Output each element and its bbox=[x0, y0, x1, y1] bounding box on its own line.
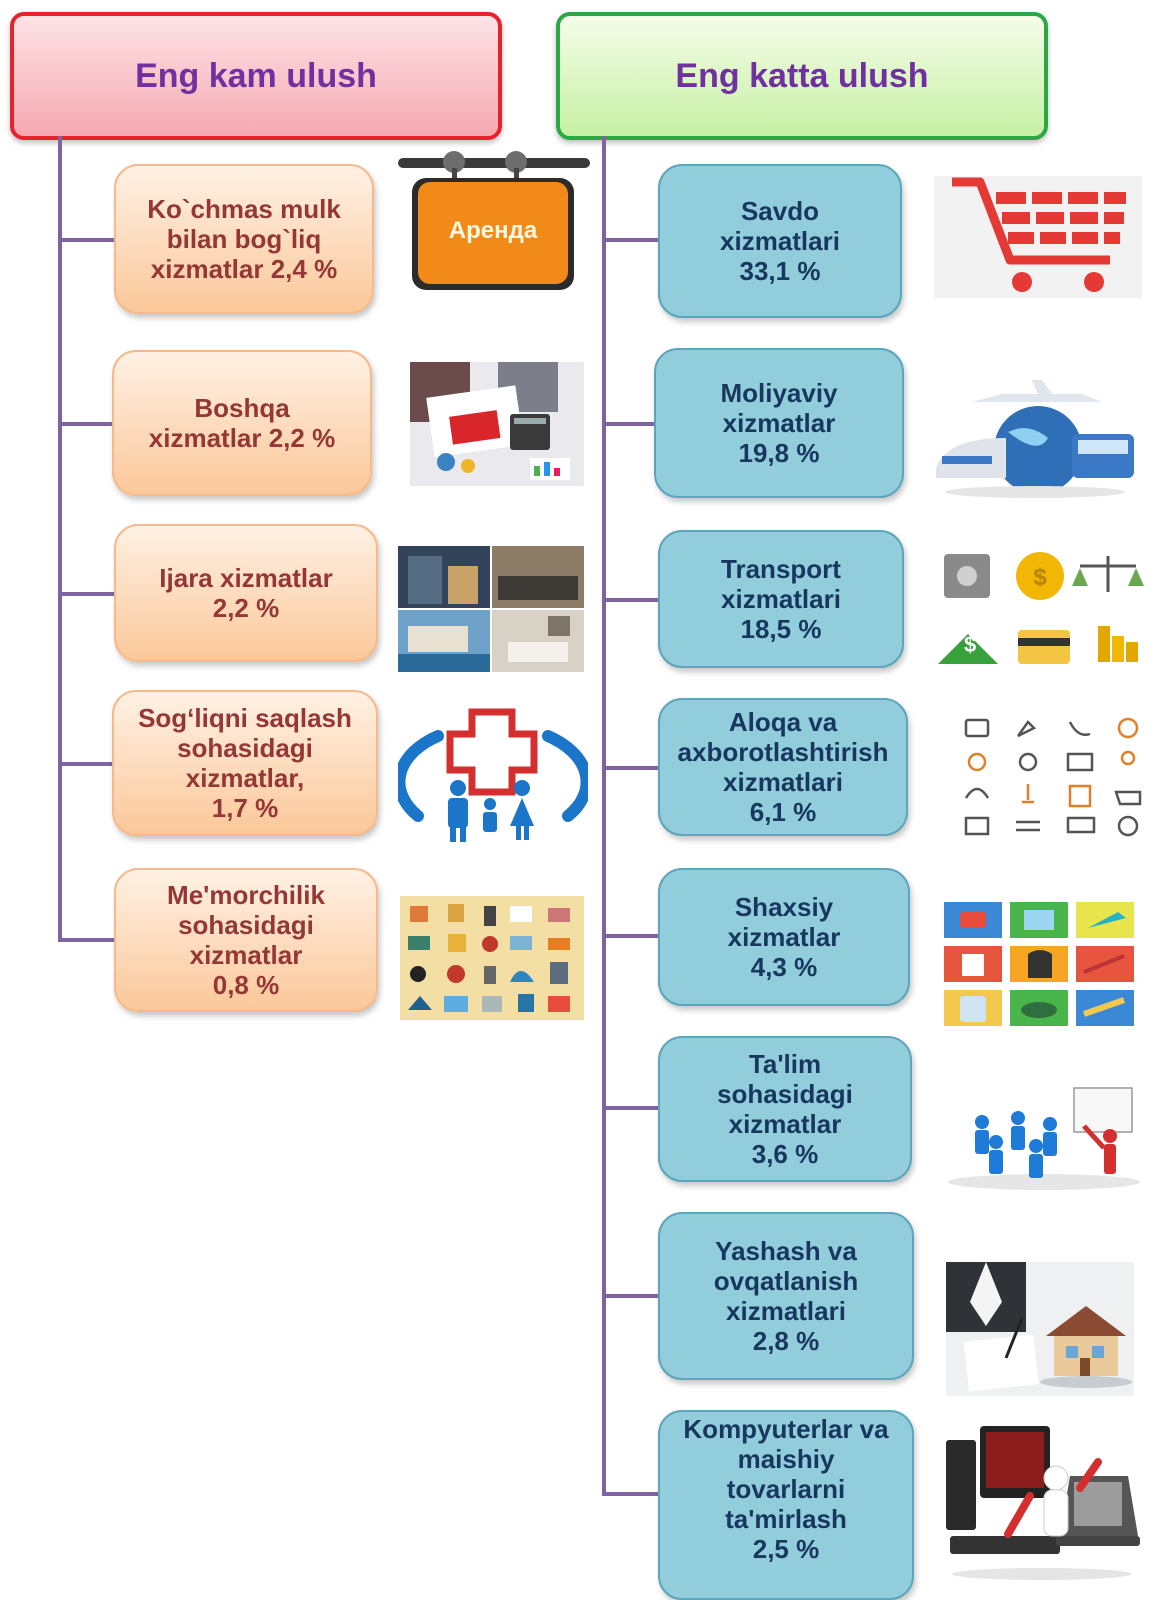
healthcare-services-label: Sog‘liqni saqlash sohasidagi xizmatlar, … bbox=[138, 703, 352, 823]
largest-share-header: Eng katta ulush bbox=[556, 12, 1048, 140]
left-branch-line bbox=[58, 592, 114, 596]
finance-icons-image: $ $ bbox=[930, 546, 1146, 672]
personal-services-label: Shaxsiy xizmatlar 4,3 % bbox=[727, 892, 841, 982]
real-estate-services-label: Ko`chmas mulk bilan bog`liq xizmatlar 2,… bbox=[147, 194, 341, 284]
right-branch-line bbox=[602, 766, 660, 770]
transport-services-label: Transport xizmatlari 18,5 % bbox=[721, 554, 841, 644]
architecture-services-label: Me'morchilik sohasidagi xizmatlar 0,8 % bbox=[167, 880, 325, 1000]
arenda-sign-text: Аренда bbox=[449, 217, 538, 244]
classroom-figures-image bbox=[944, 1078, 1148, 1192]
transport-globe-image bbox=[932, 372, 1138, 502]
accommodation-services-box: Yashash va ovqatlanish xizmatlari 2,8 % bbox=[658, 1212, 914, 1380]
accommodation-services-label: Yashash va ovqatlanish xizmatlari 2,8 % bbox=[713, 1236, 859, 1356]
office-paperwork-image bbox=[410, 362, 584, 486]
transport-services-box: Transport xizmatlari 18,5 % bbox=[658, 530, 904, 668]
left-branch-line bbox=[58, 238, 114, 242]
right-branch-line bbox=[602, 934, 660, 938]
svg-text:$: $ bbox=[1033, 564, 1047, 591]
smallest-share-header-label: Eng kam ulush bbox=[135, 56, 377, 95]
left-trunk-line bbox=[58, 136, 62, 942]
education-services-label: Ta'lim sohasidagi xizmatlar 3,6 % bbox=[717, 1049, 853, 1169]
architecture-icons-image bbox=[400, 896, 584, 1020]
financial-services-label: Moliyaviy xizmatlar 19,8 % bbox=[720, 378, 838, 468]
trade-services-box: Savdo xizmatlari 33,1 % bbox=[658, 164, 902, 318]
real-estate-services-box: Ko`chmas mulk bilan bog`liq xizmatlar 2,… bbox=[114, 164, 374, 314]
repair-services-box: Kompyuterlar va maishiy tovarlarni ta'mi… bbox=[658, 1410, 914, 1600]
personal-services-box: Shaxsiy xizmatlar 4,3 % bbox=[658, 868, 910, 1006]
shopping-cart-icon bbox=[934, 176, 1142, 298]
right-trunk-line bbox=[602, 136, 606, 1496]
financial-services-box: Moliyaviy xizmatlar 19,8 % bbox=[654, 348, 904, 498]
other-services-label: Boshqa xizmatlar 2,2 % bbox=[148, 393, 336, 453]
right-branch-line bbox=[602, 1294, 660, 1298]
left-branch-line bbox=[58, 422, 114, 426]
healthcare-services-box: Sog‘liqni saqlash sohasidagi xizmatlar, … bbox=[112, 690, 378, 836]
right-branch-line bbox=[602, 1106, 660, 1110]
rental-services-label: Ijara xizmatlar 2,2 % bbox=[159, 563, 333, 623]
right-branch-line bbox=[602, 238, 660, 242]
arenda-sign-image: Аренда bbox=[398, 150, 590, 295]
trade-services-label: Savdo xizmatlari 33,1 % bbox=[720, 196, 840, 286]
architecture-services-box: Me'morchilik sohasidagi xizmatlar 0,8 % bbox=[114, 868, 378, 1012]
right-branch-line bbox=[602, 422, 656, 426]
education-services-box: Ta'lim sohasidagi xizmatlar 3,6 % bbox=[658, 1036, 912, 1182]
other-services-box: Boshqa xizmatlar 2,2 % bbox=[112, 350, 372, 496]
computer-repair-image bbox=[944, 1418, 1140, 1584]
right-branch-line bbox=[602, 1492, 660, 1496]
largest-share-header-label: Eng katta ulush bbox=[675, 56, 929, 95]
left-branch-line bbox=[58, 938, 114, 942]
communication-icons-grid bbox=[952, 712, 1148, 840]
personal-service-icons-grid bbox=[944, 902, 1136, 1026]
house-contract-image bbox=[946, 1262, 1134, 1396]
rental-services-box: Ijara xizmatlar 2,2 % bbox=[114, 524, 378, 662]
hotel-collage-image bbox=[398, 546, 584, 672]
smallest-share-header: Eng kam ulush bbox=[10, 12, 502, 140]
repair-services-label: Kompyuterlar va maishiy tovarlarni ta'mi… bbox=[683, 1414, 889, 1564]
right-branch-line bbox=[602, 598, 660, 602]
health-family-cross-icon bbox=[393, 706, 593, 842]
communication-services-box: Aloqa va axborotlashtirish xizmatlari 6,… bbox=[658, 698, 908, 836]
svg-text:$: $ bbox=[964, 632, 976, 657]
left-branch-line bbox=[58, 762, 114, 766]
communication-services-label: Aloqa va axborotlashtirish xizmatlari 6,… bbox=[677, 707, 889, 827]
